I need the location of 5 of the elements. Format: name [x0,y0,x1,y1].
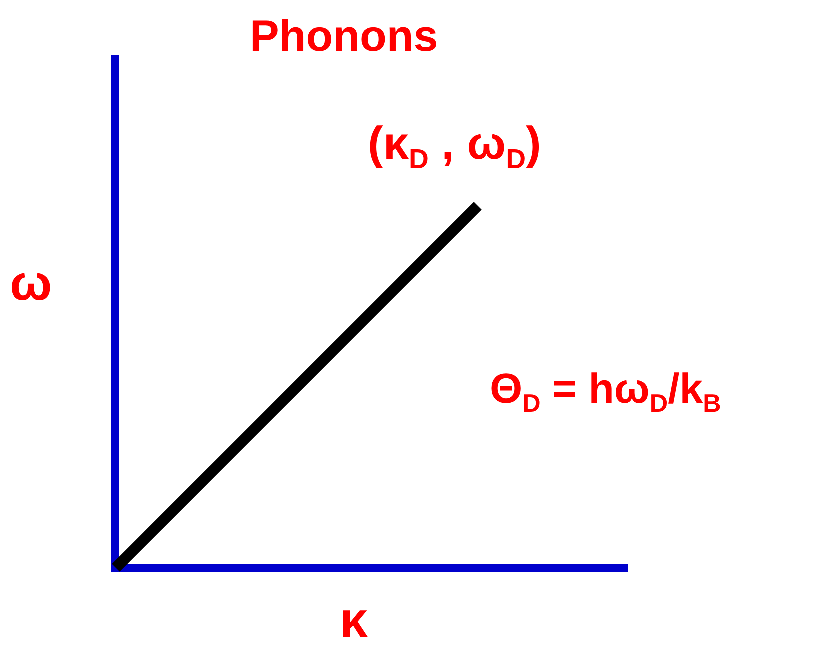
axis-label: ω [10,258,52,308]
point-label: (κ$_{D}$ , ω$_{D}$) [368,120,542,174]
formula: Θ$_{D}$ = hω$_{D}$/k$_{B}$ [490,368,722,418]
axis-label: κ [340,595,368,645]
title: Phonons [250,15,438,59]
